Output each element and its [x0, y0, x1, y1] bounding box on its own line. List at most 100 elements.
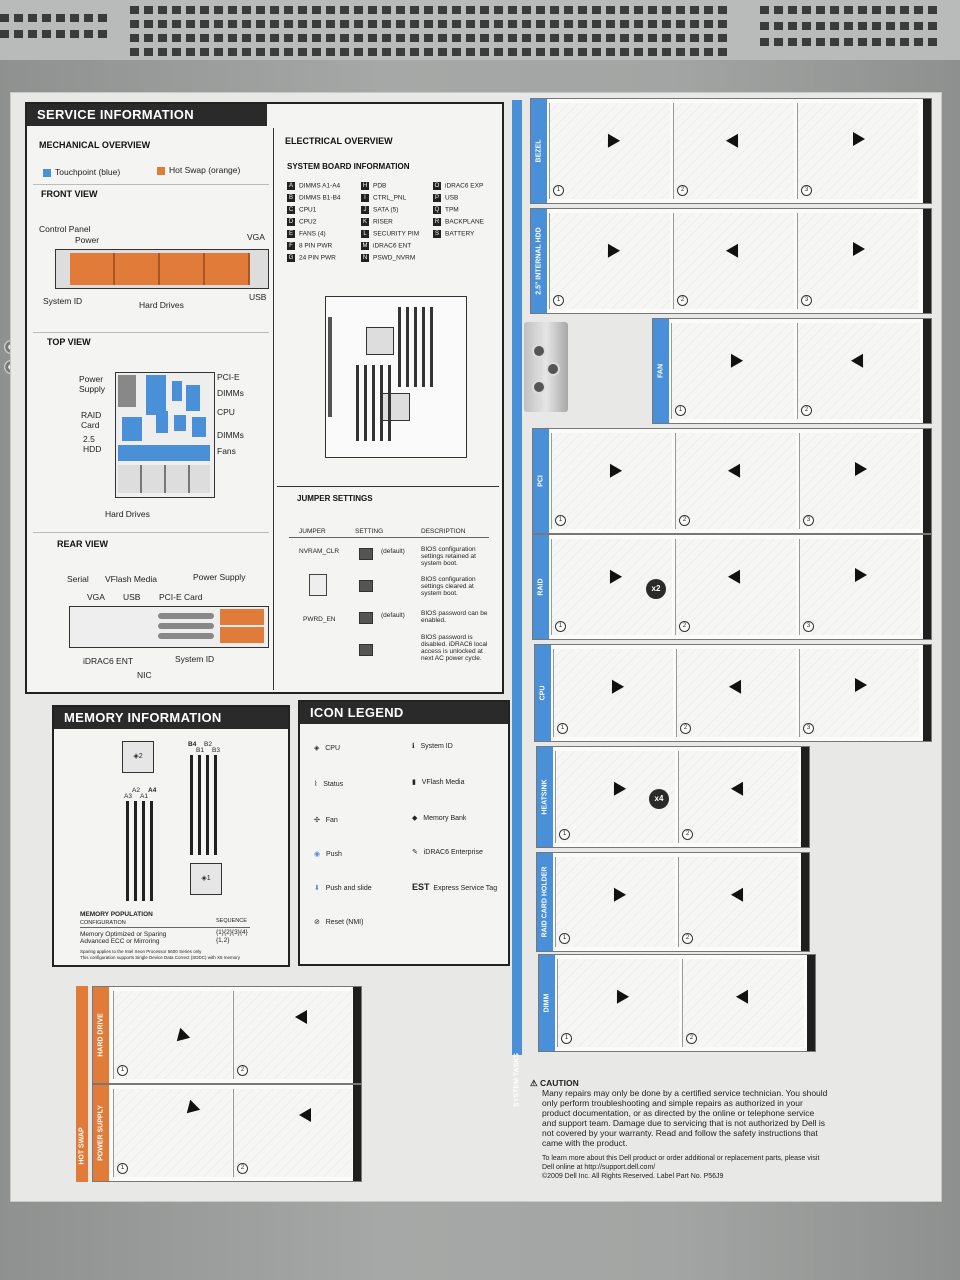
task-step-illustration: 1: [555, 857, 675, 947]
task-step-illustration: 2: [676, 649, 796, 737]
task-step-illustration: 2: [682, 959, 804, 1047]
task-strip-tab: RAID: [533, 535, 549, 639]
label-rear-power-supply: Power Supply: [193, 572, 246, 582]
legend-reset: ⊘ Reset (NMI): [314, 919, 364, 926]
direction-arrow-icon: [853, 132, 865, 146]
legend-hotswap: Hot Swap (orange): [157, 165, 240, 175]
description-col-header: DESCRIPTION: [421, 528, 466, 535]
task-step-illustration: 1: [671, 323, 794, 419]
task-step-illustration: 2: [673, 213, 794, 309]
system-board-info-title: SYSTEM BOARD INFORMATION: [287, 162, 410, 171]
label-fans: Fans: [217, 446, 236, 456]
legend-est: EST Express Service Tag: [412, 882, 498, 892]
label-dimms-1: DIMMs: [217, 388, 244, 398]
label-usb: USB: [249, 292, 267, 302]
task-step-illustration: 3: [799, 433, 920, 529]
dimm-slots-b: [398, 307, 434, 387]
task-step-illustration: 1: [551, 433, 672, 529]
label-rear-vga: VGA: [87, 592, 105, 602]
cpu-icon: ◈: [314, 745, 320, 752]
status-icon: ⌇: [314, 781, 318, 788]
system-id-icon: ℹ: [412, 743, 415, 750]
direction-arrow-icon: [607, 884, 626, 902]
step-number: 2: [682, 933, 693, 944]
direction-arrow-icon: [724, 350, 744, 368]
step-number: 1: [559, 933, 570, 944]
label-power-supply: Power Supply: [79, 374, 105, 394]
legend-idrac: ✎ iDRAC6 Enterprise: [412, 849, 483, 856]
slot-b3: B3: [212, 747, 220, 754]
front-view-title: FRONT VIEW: [41, 189, 98, 199]
legend-push-slide: ⬇ Push and slide: [314, 885, 372, 892]
icon-legend-panel: ICON LEGEND ◈ CPU ⌇ Status ✣ Fan ◉ Push …: [298, 700, 510, 966]
legend-memory-bank: ◆ Memory Bank: [412, 815, 467, 822]
chassis-vents: [0, 0, 960, 60]
system-tasks-tab: SYSTEM TASKS: [512, 100, 522, 1107]
top-view-title: TOP VIEW: [47, 337, 91, 347]
direction-arrow-icon: [601, 130, 621, 148]
memory-bank-icon: ◆: [412, 815, 418, 822]
step-number: 3: [801, 295, 812, 306]
slot-b2: B2: [204, 741, 212, 748]
slot-a4: A4: [148, 787, 157, 794]
power-supply-step1: 1: [113, 1089, 232, 1177]
touchpoint-swatch-icon: [43, 168, 51, 177]
direction-arrow-icon: [855, 568, 867, 582]
task-step-illustration: 2: [673, 103, 794, 199]
label-raid-card: RAID Card: [81, 410, 102, 430]
task-step-illustration: 3: [799, 649, 919, 737]
task-step-illustration: 2: [797, 323, 920, 419]
vflash-icon: ▮: [412, 779, 416, 786]
caution-learn-more: To learn more about this Dell product or…: [542, 1155, 820, 1171]
hot-swap-power-supply-strip: POWER SUPPLY 1 2: [92, 1084, 362, 1182]
label-vga: VGA: [247, 232, 265, 242]
push-slide-icon: ⬇: [314, 885, 320, 892]
jumper-row1-setting: (default): [381, 548, 405, 555]
caution-body: Many repairs may only be done by a certi…: [542, 1088, 828, 1148]
task-step-illustration: 3: [797, 103, 918, 199]
row1-sequence: {1}{2}{3}{4}: [216, 929, 248, 936]
task-step-illustration: 2: [678, 857, 798, 947]
fan-icon: ✣: [314, 817, 320, 824]
task-step-illustration: 1: [557, 959, 679, 1047]
setting-col-header: SETTING: [355, 528, 384, 535]
reset-icon: ⊘: [314, 919, 320, 926]
jumper-nvram-clr: NVRAM_CLR: [299, 548, 340, 555]
jumper-row2-desc: BIOS configuration settings cleared at s…: [421, 576, 476, 597]
task-step-illustration: 1: [549, 103, 670, 199]
row2-sequence: {1,2}: [216, 937, 230, 944]
task-strip-tab: FAN: [653, 319, 669, 423]
direction-arrow-icon: [610, 986, 629, 1004]
direction-arrow-icon: [607, 778, 626, 796]
caution-title: ⚠ CAUTION: [530, 1078, 579, 1088]
hotswap-swatch-icon: [157, 166, 165, 175]
label-control-panel: Control Panel: [39, 224, 91, 234]
cpu1-icon: ◈1: [190, 863, 222, 895]
hot-swap-tab: HOT SWAP: [76, 986, 88, 1182]
step-number: 2: [677, 185, 688, 196]
push-icon: ◉: [314, 851, 321, 858]
task-strip-tab: BEZEL: [531, 99, 547, 203]
direction-arrow-icon: [728, 676, 747, 694]
task-step-illustration: 2: [675, 433, 796, 529]
step-number: 2: [677, 295, 688, 306]
jumper-row3-desc: BIOS password can be enabled.: [421, 610, 488, 624]
task-step-illustration: 2: [675, 539, 796, 635]
legend-vflash: ▮ VFlash Media: [412, 779, 465, 786]
task-step-illustration: 1: [553, 649, 673, 737]
task-step-illustration: 2: [678, 751, 798, 843]
jumper-col-header: JUMPER: [299, 528, 326, 535]
label-system-id: System ID: [43, 296, 83, 306]
label-hdd: 2.5 HDD: [83, 434, 102, 454]
step-number: 2: [801, 405, 812, 416]
task-strip-tab: HEATSINK: [537, 747, 553, 847]
legend-cpu: ◈ CPU: [314, 745, 341, 752]
jumper-settings-title: JUMPER SETTINGS: [297, 494, 373, 503]
task-strip-tab: CPU: [535, 645, 551, 741]
task-strip-tab: RAID CARD HOLDER: [537, 853, 553, 951]
